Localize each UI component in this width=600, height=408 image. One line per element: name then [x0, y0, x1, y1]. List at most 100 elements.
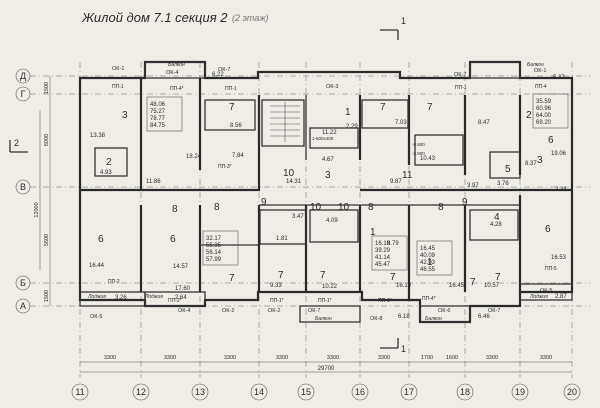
room-number: 3	[122, 110, 128, 121]
shaft-label: -2.800	[412, 151, 425, 156]
room-area: 9.33	[270, 283, 282, 289]
room-number: 10	[283, 168, 295, 179]
room-area: 17.60	[175, 286, 191, 292]
room-area: 10.57	[484, 283, 500, 289]
svg-text:17: 17	[404, 387, 414, 397]
window-tag: ОК-8	[370, 316, 382, 322]
room-number: 3	[325, 170, 331, 181]
window-tag: ОК-2	[222, 308, 234, 314]
loggia-label: Лоджия	[87, 294, 106, 300]
room-areas: 13.38 18.24 11.86 8.56 7.84 14.31 9.87 7…	[89, 72, 567, 320]
axis-bubble-16: 16	[351, 383, 369, 401]
svg-text:69.20: 69.20	[536, 120, 552, 126]
overall-dimension: 29700	[318, 366, 335, 372]
room-area: 3.76	[497, 181, 509, 187]
room-number: 7	[427, 102, 433, 113]
room-area: 19.06	[551, 151, 567, 157]
room-number: 6	[545, 224, 551, 235]
svg-text:16.19: 16.19	[375, 241, 391, 247]
shaft-label: -5.600	[412, 142, 425, 147]
svg-text:В: В	[20, 182, 26, 192]
axis-bubble-17: 17	[400, 383, 418, 401]
svg-text:12: 12	[136, 387, 146, 397]
axis-bubble-19: 19	[511, 383, 529, 401]
svg-text:11: 11	[75, 387, 84, 397]
room-number: 5	[505, 164, 511, 175]
svg-text:6000: 6000	[44, 134, 50, 146]
room-area: 4.67	[322, 157, 334, 163]
window-tag: ОК-7	[218, 67, 230, 73]
svg-text:60.96: 60.96	[536, 106, 552, 112]
svg-text:35.59: 35.59	[536, 99, 552, 105]
room-area: 6.18	[398, 314, 410, 320]
window-tag: ОК-1	[112, 66, 124, 72]
room-area: 18.24	[186, 154, 202, 160]
axis-bubble-14: 14	[250, 383, 268, 401]
room-numbers: 3 2 6 6 8 8 7 7 10 7 1 3 9 11 7 9 8 8 10…	[98, 102, 554, 288]
room-number: 8	[214, 202, 220, 213]
room-number: 6	[170, 234, 176, 245]
column-axis-bubbles: 11 12 13 14 15 16 17 18 19 20	[71, 383, 581, 401]
room-number: 7	[320, 270, 326, 281]
section-cut-marker-top: 1	[380, 16, 406, 40]
svg-text:3300: 3300	[327, 355, 339, 361]
svg-text:32.17: 32.17	[206, 236, 222, 242]
partition-tag: ПП-4*	[422, 296, 436, 302]
room-area: 4.09	[326, 218, 338, 224]
window-tag: ОК-4	[166, 70, 178, 76]
room-area: 11.86	[146, 179, 161, 185]
svg-text:3300: 3300	[540, 355, 552, 361]
interior-walls	[80, 78, 572, 300]
room-number: 9	[462, 197, 468, 208]
svg-text:16: 16	[355, 387, 365, 397]
room-number: 10	[310, 202, 322, 213]
partition-tag: ПП-1	[225, 86, 237, 92]
plan-title: Жилой дом 7.1 секция 2	[81, 10, 228, 25]
room-area: 2.64	[175, 295, 187, 301]
svg-text:84.75: 84.75	[150, 123, 166, 129]
row-axis-bubbles: Д Г В Б А	[15, 68, 31, 314]
section-cut-label-top: 1	[401, 16, 406, 26]
room-area: 14.31	[286, 179, 302, 185]
apartment-table-5: 35.59 60.96 64.00 69.20	[532, 93, 569, 129]
room-number: 6	[98, 234, 104, 245]
partition-tag: ПП-1*	[270, 298, 284, 304]
partition-tag: ПП-2	[108, 279, 120, 285]
room-number: 3	[537, 155, 543, 166]
room-area: 8.47	[478, 120, 490, 126]
window-tag: ОК-7	[308, 308, 320, 314]
svg-text:78.77: 78.77	[150, 116, 166, 122]
svg-text:3300: 3300	[104, 355, 116, 361]
room-area: 16.44	[89, 263, 105, 269]
room-area: 6.22	[212, 72, 224, 78]
axis-bubble-V: В	[15, 179, 31, 195]
room-area: 14.57	[173, 264, 189, 270]
axis-bubble-12: 12	[132, 383, 150, 401]
window-tag: ОК-1	[534, 68, 546, 74]
svg-text:39.29: 39.29	[375, 248, 391, 254]
room-area: 16.19	[396, 283, 412, 289]
shaft-labels: 1-600х400 -5.600 -2.800	[312, 136, 425, 156]
room-area: 16.53	[551, 255, 567, 261]
svg-text:3300: 3300	[276, 355, 288, 361]
room-area: 8.56	[230, 123, 242, 129]
svg-text:56.14: 56.14	[206, 250, 222, 256]
axis-bubble-G: Г	[15, 86, 31, 102]
room-area: 9.87	[390, 179, 402, 185]
window-tag: ОК-2	[268, 308, 280, 314]
room-area: 3.97	[467, 183, 479, 189]
axis-bubble-18: 18	[456, 383, 474, 401]
room-area: 10.43	[420, 156, 436, 162]
room-area: 3.34	[555, 187, 567, 193]
axis-bubble-D: Д	[15, 68, 31, 84]
svg-text:46.55: 46.55	[420, 267, 436, 273]
svg-text:5600: 5600	[44, 234, 50, 246]
svg-text:3300: 3300	[164, 355, 176, 361]
svg-text:45.47: 45.47	[375, 262, 391, 268]
side-cut-label: 2	[14, 138, 19, 148]
svg-text:40.09: 40.09	[420, 253, 436, 259]
room-area: 16.45	[449, 283, 465, 289]
left-dimension-chain: 1500 6000 12000 5600 1500	[34, 76, 51, 306]
svg-text:1600: 1600	[446, 355, 458, 361]
